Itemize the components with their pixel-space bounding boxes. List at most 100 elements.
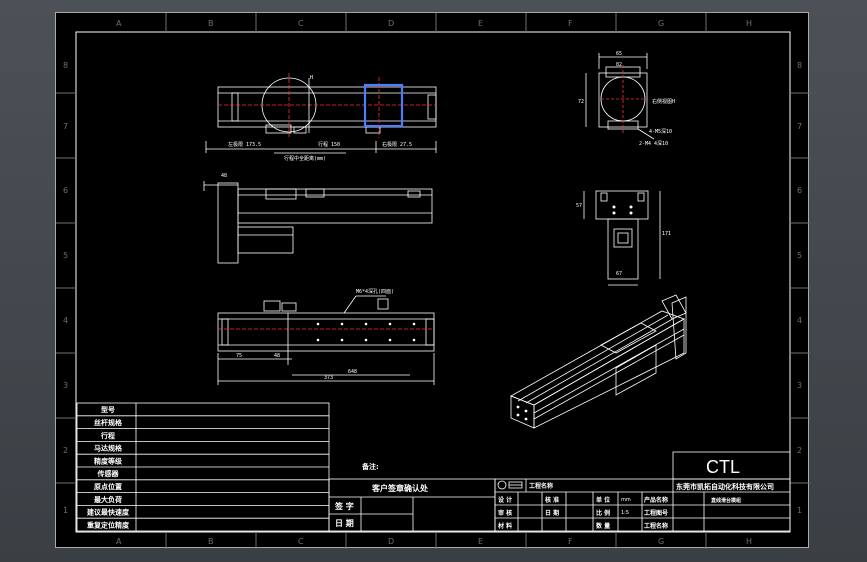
zone-letter-top: B bbox=[208, 19, 214, 28]
dim-top-right-limit: 右极限 27.5 bbox=[382, 141, 412, 148]
dim-right-view-label: 右侧视图H bbox=[652, 98, 675, 105]
dim-right-w2: 82 bbox=[616, 62, 622, 68]
tb-unit-value: mm bbox=[621, 497, 631, 503]
zone-letter-top: A bbox=[116, 19, 122, 28]
zone-ticks bbox=[56, 13, 810, 549]
dim-right-w1: 65 bbox=[616, 51, 622, 57]
zone-letter-top: H bbox=[746, 19, 752, 28]
tb-design: 设 计 bbox=[498, 496, 512, 504]
company-logo: CTL bbox=[706, 457, 740, 477]
tb-quantity: 数 量 bbox=[596, 522, 610, 530]
dim-right-h: 72 bbox=[578, 99, 584, 105]
zone-letter-bottom: G bbox=[658, 537, 664, 546]
zone-letter-bottom: C bbox=[298, 537, 304, 546]
tb-material: 材 料 bbox=[497, 522, 512, 530]
dim-bottom-hole-note: M6*4深孔(四面) bbox=[356, 288, 394, 295]
dim-bottom-b: 48 bbox=[274, 353, 280, 359]
title-block bbox=[494, 451, 791, 532]
side-view bbox=[203, 181, 433, 264]
tb-product-name: 直线滑台模组 bbox=[711, 497, 741, 504]
parameter-row-label: 重复定位精度 bbox=[87, 520, 130, 529]
drawing-sheet: A B C D E F G H A B C D E F G H 8 7 6 5 … bbox=[55, 12, 810, 549]
zone-letter-top: D bbox=[388, 19, 394, 28]
zone-number-left: 4 bbox=[63, 316, 68, 325]
dim-right2-w: 67 bbox=[616, 271, 622, 277]
zone-number-right: 2 bbox=[797, 446, 802, 455]
remark-label: 备注: bbox=[361, 462, 379, 471]
dim-top-total: 行程中全距离(mm) bbox=[284, 155, 326, 162]
zone-letter-bottom: F bbox=[568, 537, 573, 546]
zone-number-left: 8 bbox=[63, 61, 68, 70]
right-front-holes bbox=[612, 205, 633, 215]
parameter-row-label: 精度等级 bbox=[94, 456, 123, 465]
tb-unit: 单 位 bbox=[596, 496, 610, 504]
tb-product-name-label: 产品名称 bbox=[644, 496, 668, 504]
dim-right-note2: 2-M4 4深10 bbox=[639, 140, 668, 147]
dim-bottom-c: 648 bbox=[348, 369, 357, 375]
zone-number-right: 8 bbox=[797, 61, 802, 70]
zone-number-left: 1 bbox=[63, 506, 68, 515]
zone-letter-bottom: A bbox=[116, 537, 122, 546]
zone-number-right: 4 bbox=[797, 316, 802, 325]
tb-company: 东莞市凯拓自动化科技有限公司 bbox=[676, 482, 774, 491]
signature-sign-label: 签 字 bbox=[334, 501, 354, 511]
tb-drawing-no-label: 工程图号 bbox=[644, 509, 668, 517]
right-front-view bbox=[583, 190, 661, 286]
signature-date-label: 日 期 bbox=[335, 518, 354, 528]
tb-project-label: 工程名称 bbox=[644, 522, 668, 530]
dim-top-travel: 行程 150 bbox=[318, 141, 340, 148]
zone-letter-top: C bbox=[298, 19, 304, 28]
zone-number-right: 6 bbox=[797, 186, 802, 195]
tb-check: 核 准 bbox=[545, 496, 559, 504]
drawing-canvas: A B C D E F G H A B C D E F G H 8 7 6 5 … bbox=[56, 13, 810, 549]
dim-top-letter: H bbox=[310, 75, 313, 81]
top-view bbox=[205, 73, 437, 154]
zone-letter-bottom: D bbox=[388, 537, 394, 546]
tb-review: 审 核 bbox=[498, 509, 512, 517]
bottom-view-holes bbox=[316, 322, 416, 342]
tb-scale-value: 1:5 bbox=[621, 510, 629, 516]
dim-right-note1: 4-M5深10 bbox=[649, 128, 672, 135]
zone-number-left: 2 bbox=[63, 446, 68, 455]
zone-letter-top: F bbox=[568, 19, 573, 28]
dim-right2-h: 57 bbox=[576, 203, 582, 209]
inner-frame bbox=[75, 31, 791, 533]
parameter-row-label: 传感器 bbox=[97, 469, 120, 478]
zone-letter-bottom: B bbox=[208, 537, 214, 546]
tb-date: 日 期 bbox=[545, 509, 559, 517]
zone-number-left: 7 bbox=[63, 122, 68, 131]
parameter-row-label: 马达规格 bbox=[94, 444, 123, 453]
zone-number-left: 6 bbox=[63, 186, 68, 195]
zone-letter-bottom: H bbox=[746, 537, 752, 546]
parameter-row-label: 最大负荷 bbox=[94, 495, 122, 504]
parameter-row-label: 原点位置 bbox=[94, 482, 122, 491]
tb-projection-label: 工程名称 bbox=[529, 482, 553, 490]
selection-highlight bbox=[363, 83, 404, 128]
zone-number-right: 1 bbox=[797, 506, 802, 515]
parameter-table-lines bbox=[77, 415, 329, 519]
dim-bottom-a: 75 bbox=[236, 353, 242, 359]
dim-top-left-limit: 左极限 173.5 bbox=[228, 141, 261, 148]
dim-bottom-total: 373 bbox=[324, 375, 333, 381]
zone-number-right: 5 bbox=[797, 251, 802, 260]
right-end-view bbox=[585, 53, 655, 140]
dim-side-height: 48 bbox=[221, 173, 227, 179]
isometric-view bbox=[510, 294, 687, 429]
zone-letter-bottom: E bbox=[478, 537, 483, 546]
zone-number-right: 3 bbox=[797, 381, 802, 390]
parameter-row-label: 行程 bbox=[100, 431, 115, 440]
signature-title: 客户签章确认处 bbox=[371, 483, 429, 493]
tb-scale: 比 例 bbox=[596, 509, 610, 517]
isometric-holes bbox=[516, 405, 528, 421]
zone-number-right: 7 bbox=[797, 122, 802, 131]
zone-number-left: 3 bbox=[63, 381, 68, 390]
zone-number-left: 5 bbox=[63, 251, 68, 260]
parameter-row-label: 建议最快速度 bbox=[87, 508, 130, 517]
parameter-row-label: 型号 bbox=[101, 405, 115, 414]
bottom-view bbox=[217, 295, 435, 385]
parameter-row-label: 丝杆规格 bbox=[94, 418, 123, 427]
zone-letter-top: E bbox=[478, 19, 483, 28]
dim-right2-total: 171 bbox=[662, 231, 671, 237]
zone-letter-top: G bbox=[658, 19, 664, 28]
